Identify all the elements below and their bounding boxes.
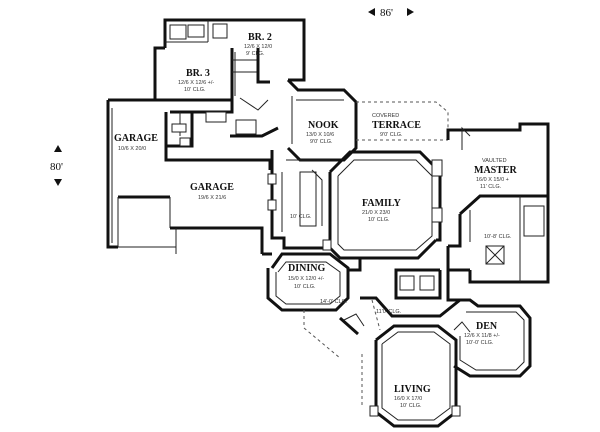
br2-ceiling: 9' CLG. [246,51,265,57]
depth-label: 80' [50,161,63,173]
utility-area [394,268,470,302]
br3-name: BR. 3 [186,68,210,79]
br3-ceiling: 10' CLG. [184,87,206,93]
master-ceiling: 11' CLG. [480,184,502,190]
up-arrow-icon [54,145,62,152]
living-room [361,324,461,428]
nook-kitchen [267,78,358,250]
dining-dims: 15/0 X 12/0 +/- [288,276,324,282]
nook-dims: 13/0 X 10/6 [306,132,334,138]
kitchen-ceiling: 10' CLG. [290,214,312,220]
family-ceiling: 10' CLG. [368,217,390,223]
living-name: LIVING [394,384,431,395]
right-arrow-icon [407,8,414,16]
family-name: FAMILY [362,198,402,209]
br2-dims: 12/6 X 12/0 [244,44,272,50]
width-label: 86' [380,7,393,19]
nook-ceiling: 9'0' CLG. [310,139,333,145]
master-note: VAULTED [482,158,507,164]
width-dimension: 86' [368,7,414,19]
living-dims: 16/0 X 17/0 [394,396,422,402]
dining-room [266,252,362,359]
terrace-note: COVERED [372,113,399,119]
garage-area [106,98,279,256]
dining-name: DINING [288,263,325,274]
nook-name: NOOK [308,120,339,131]
master-name: MASTER [474,165,518,176]
den-ceiling: 10'-0' CLG. [466,340,494,346]
room-labels: BR. 2 12/6 X 12/0 9' CLG. BR. 3 12/6 X 1… [114,32,518,409]
den [453,298,532,378]
left-arrow-icon [368,8,375,16]
dining-ceiling: 10' CLG. [294,284,316,290]
terrace [356,101,449,141]
hall-ceiling: 14'-0' CLG. [320,299,348,305]
garage1-dims: 10/6 X 20/0 [118,146,146,152]
den-dims: 12/6 X 11/8 +/- [464,333,500,339]
garage2-name: GARAGE [190,182,234,193]
foyer-ceiling: 11'0' CLG. [376,309,402,315]
foyer [339,296,461,336]
terrace-ceiling: 9'0' CLG. [380,132,403,138]
living-ceiling: 10' CLG. [400,403,422,409]
br2-name: BR. 2 [248,32,272,43]
bath-ceiling: 10'-8' CLG. [484,234,512,240]
br3-dims: 12/6 X 12/6 +/- [178,80,214,86]
garage2-dims: 19/6 X 21/6 [198,195,226,201]
terrace-name: TERRACE [372,120,421,131]
family-room [322,150,443,260]
down-arrow-icon [54,179,62,186]
master-dims: 16/0 X 15/0 + [476,177,509,183]
garage1-name: GARAGE [114,133,158,144]
master-suite [446,122,550,284]
family-dims: 21/0 X 23/0 [362,210,390,216]
depth-dimension: 80' [50,145,63,186]
den-name: DEN [476,321,498,332]
